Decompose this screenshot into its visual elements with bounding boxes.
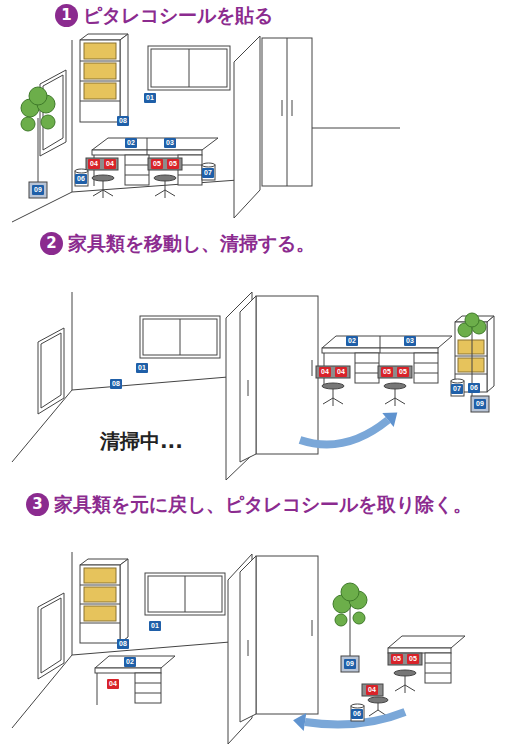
callout-number: 04 <box>337 368 345 376</box>
pitareco-sticker: 04 <box>104 159 116 169</box>
callout-number: 04 <box>321 368 329 376</box>
callout-number: 08 <box>112 380 120 388</box>
pitareco-sticker: 03 <box>164 138 176 148</box>
window <box>40 46 230 156</box>
pitareco-sticker: 09 <box>474 399 486 409</box>
window <box>38 316 220 414</box>
callout-number: 06 <box>77 175 85 183</box>
callout-number: 05 <box>393 655 401 663</box>
pitareco-sticker: 01 <box>136 363 148 373</box>
pitareco-sticker: 08 <box>117 639 129 649</box>
move-arrow <box>293 412 405 731</box>
callout-number: 08 <box>119 640 127 648</box>
pitareco-sticker: 07 <box>202 168 214 178</box>
step-number: 2 <box>40 232 63 255</box>
pitareco-sticker: 02 <box>346 336 358 346</box>
callout-number: 04 <box>90 160 98 168</box>
room-walls <box>12 552 230 728</box>
callout-number: 03 <box>406 337 414 345</box>
callout-number: 01 <box>146 94 154 102</box>
office-chair <box>316 366 412 406</box>
pitareco-sticker: 06 <box>468 383 480 393</box>
callout-number: 04 <box>368 686 376 694</box>
office-chair <box>86 158 182 198</box>
bookshelf <box>80 559 128 643</box>
status-text: 清掃中... <box>100 428 183 455</box>
callout-number: 06 <box>470 384 478 392</box>
callout-number: 02 <box>126 658 134 666</box>
pitareco-sticker: 03 <box>404 336 416 346</box>
callout-number: 07 <box>453 385 461 393</box>
desk <box>92 138 218 186</box>
pitareco-sticker: 06 <box>75 174 87 184</box>
callout-number: 01 <box>151 622 159 630</box>
callout-number: 05 <box>153 160 161 168</box>
callout-number: 02 <box>348 337 356 345</box>
desk <box>322 336 452 384</box>
pitareco-sticker: 05 <box>151 159 163 169</box>
step-number: 3 <box>26 493 49 516</box>
step-number: 1 <box>55 4 78 27</box>
trash-can <box>351 704 364 721</box>
pitareco-sticker: 04 <box>88 159 100 169</box>
callout-number: 04 <box>106 160 114 168</box>
callout-number: 09 <box>34 186 42 194</box>
callout-number: 02 <box>127 139 135 147</box>
step-heading: 2家具類を移動し、清掃する。 <box>40 231 315 255</box>
pitareco-sticker: 06 <box>351 709 363 719</box>
pitareco-sticker: 01 <box>144 93 156 103</box>
pitareco-sticker: 07 <box>451 384 463 394</box>
pitareco-sticker: 02 <box>124 657 136 667</box>
callout-number: 05 <box>409 655 417 663</box>
callout-number: 07 <box>204 169 212 177</box>
callout-number: 09 <box>346 660 354 668</box>
pitareco-sticker: 02 <box>125 138 137 148</box>
pitareco-sticker: 05 <box>391 654 403 664</box>
callout-number: 05 <box>169 160 177 168</box>
pitareco-sticker: 04 <box>335 367 347 377</box>
callout-number: 06 <box>353 710 361 718</box>
pitareco-sticker: 05 <box>381 367 393 377</box>
step-title: ピタレコシールを貼る <box>83 3 273 27</box>
potted-plant <box>458 313 489 412</box>
pitareco-sticker: 05 <box>167 159 179 169</box>
callout-number: 09 <box>476 400 484 408</box>
pitareco-sticker: 09 <box>32 185 44 195</box>
step-heading: 3家具類を元に戻し、ピタレコシールを取り除く。 <box>26 492 472 516</box>
step-title: 家具類を元に戻し、ピタレコシールを取り除く。 <box>54 492 472 516</box>
bookshelf <box>80 34 128 122</box>
desk <box>95 636 465 705</box>
potted-plant <box>21 87 55 198</box>
callout-number: 04 <box>109 680 117 688</box>
callout-number: 01 <box>138 364 146 372</box>
callout-number: 08 <box>119 117 127 125</box>
pitareco-sticker: 08 <box>110 379 122 389</box>
partition-door <box>234 36 400 218</box>
window <box>38 573 225 679</box>
pitareco-sticker: 04 <box>366 685 378 695</box>
pitareco-sticker: 05 <box>407 654 419 664</box>
pitareco-sticker: 08 <box>117 116 129 126</box>
office-chair <box>362 653 422 716</box>
pitareco-sticker: 09 <box>344 659 356 669</box>
step-title: 家具類を移動し、清掃する。 <box>68 231 315 255</box>
callout-number: 03 <box>166 139 174 147</box>
pitareco-sticker: 01 <box>149 621 161 631</box>
room-walls <box>12 292 228 462</box>
pitareco-sticker: 04 <box>107 679 119 689</box>
potted-plant <box>333 583 367 672</box>
partition-door <box>228 554 318 744</box>
pitareco-sticker: 05 <box>397 367 409 377</box>
partition-door <box>226 292 318 480</box>
step-heading: 1ピタレコシールを貼る <box>55 3 273 27</box>
pitareco-sticker: 04 <box>319 367 331 377</box>
callout-number: 05 <box>383 368 391 376</box>
trash-can <box>451 379 464 396</box>
callout-number: 05 <box>399 368 407 376</box>
